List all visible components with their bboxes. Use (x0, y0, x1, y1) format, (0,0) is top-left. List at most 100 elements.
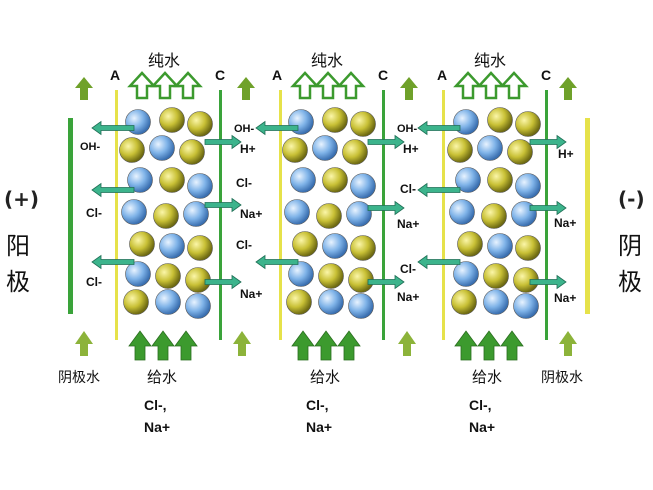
feed-up-arrow (314, 330, 338, 361)
ion-arrow-left (417, 120, 461, 136)
ion-arrow-right (204, 274, 242, 290)
feed-up-arrow (174, 330, 198, 361)
anion-resin-bead (149, 135, 175, 161)
concentrate-out-arrows (75, 77, 577, 100)
resin-beads (119, 107, 541, 319)
ion-label-cl: Cl- (236, 238, 252, 252)
feed-water-label: 给水 (147, 368, 177, 386)
electrode-labels: (+) 阳 极 (-) 阴 极 (4, 187, 645, 296)
ion-arrow-right (367, 274, 405, 290)
anion-resin-bead (455, 167, 481, 193)
cation-resin-bead (350, 235, 376, 261)
feed-ions-label: Na+ (306, 419, 332, 435)
cation-resin-bead (481, 203, 507, 229)
cathode-name-2: 极 (618, 268, 642, 296)
cation-resin-bead (451, 289, 477, 315)
feed-ions-label: Cl-, (144, 397, 167, 413)
ion-label-na: Na+ (240, 287, 262, 301)
ion-label-na: Na+ (554, 291, 576, 305)
small-up-arrow (400, 77, 418, 100)
anion-resin-bead (487, 233, 513, 259)
cation-resin-bead (342, 139, 368, 165)
anode-sign: (+) (4, 187, 39, 211)
hollow-up-arrow (127, 71, 157, 100)
hollow-up-arrow (499, 71, 529, 100)
feed-up-arrow (291, 330, 315, 361)
ion-arrow-right (204, 197, 242, 213)
anion-resin-bead (348, 293, 374, 319)
anion-resin-bead (350, 173, 376, 199)
concentrate-in-arrows (75, 331, 577, 356)
ion-label-cl: Cl- (236, 176, 252, 190)
anion-resin-bead (159, 233, 185, 259)
cation-resin-bead (318, 263, 344, 289)
pure-water-label: 纯水 (474, 51, 506, 70)
feed-in-arrows (128, 330, 524, 361)
feed-up-arrow (151, 330, 175, 361)
cation-resin-bead (119, 137, 145, 163)
feed-up-arrow (337, 330, 361, 361)
cathode-sign: (-) (618, 187, 645, 211)
cation-resin-bead (187, 235, 213, 261)
ion-label-na: Na+ (397, 217, 419, 231)
feed-ions-label: Cl-, (469, 397, 492, 413)
small-up-arrow (75, 331, 93, 356)
cathode-name-1: 阴 (618, 232, 642, 260)
ion-arrow-left (417, 254, 461, 270)
cation-resin-bead (483, 263, 509, 289)
anion-resin-bead (477, 135, 503, 161)
cation-resin-bead (129, 231, 155, 257)
electrode-water-label: 阴极水 (58, 370, 100, 386)
hollow-up-arrow (336, 71, 366, 100)
anion-resin-bead (513, 293, 539, 319)
ion-label-oh: OH- (397, 123, 418, 135)
membrane-label-c: C (541, 67, 551, 83)
cation-resin-bead (282, 137, 308, 163)
anode-name-2: 极 (6, 268, 30, 296)
ion-arrow-right (529, 200, 567, 216)
hollow-up-arrow (173, 71, 203, 100)
ion-labels: OH- Cl- Cl- OH- H+ Cl- Na+ Cl- Na+ OH- H… (80, 123, 576, 305)
feed-water-label: 给水 (472, 368, 502, 386)
pure-water-labels: 纯水 纯水 纯水 (148, 51, 506, 70)
ion-arrow-left (91, 182, 135, 198)
anion-resin-bead (187, 173, 213, 199)
hollow-up-arrow (453, 71, 483, 100)
anion-resin-bead (284, 199, 310, 225)
ion-arrow-right (367, 134, 405, 150)
cation-resin-bead (292, 231, 318, 257)
feed-ions-label: Na+ (469, 419, 495, 435)
ion-label-cl: Cl- (86, 206, 102, 220)
cation-resin-bead (322, 167, 348, 193)
hollow-up-arrow (313, 71, 343, 100)
ion-label-cl: Cl- (400, 182, 416, 196)
ion-label-h: H+ (240, 142, 256, 156)
membrane-label-a: A (272, 67, 282, 83)
ion-label-h: H+ (558, 147, 574, 161)
ion-arrow-left (255, 120, 299, 136)
ion-arrow-right (529, 134, 567, 150)
cation-resin-bead (153, 203, 179, 229)
anion-membrane (442, 90, 445, 340)
feed-up-arrow (454, 330, 478, 361)
pure-water-label: 纯水 (311, 51, 343, 70)
small-up-arrow (237, 77, 255, 100)
anion-resin-bead (318, 289, 344, 315)
cation-resin-bead (487, 107, 513, 133)
ion-arrow-left (417, 182, 461, 198)
ion-arrow-left (91, 120, 135, 136)
membrane-label-c: C (215, 67, 225, 83)
anion-resin-bead (290, 167, 316, 193)
small-up-arrow (75, 77, 93, 100)
membrane-labels: A C A C A C (110, 67, 551, 83)
cation-resin-bead (123, 289, 149, 315)
pure-water-out-arrows (127, 71, 529, 100)
pure-water-label: 纯水 (148, 51, 180, 70)
ion-label-na: Na+ (397, 290, 419, 304)
anion-membrane (279, 90, 282, 340)
anode-name-1: 阳 (6, 232, 30, 260)
small-up-arrow (233, 331, 251, 356)
cation-resin-bead (179, 139, 205, 165)
